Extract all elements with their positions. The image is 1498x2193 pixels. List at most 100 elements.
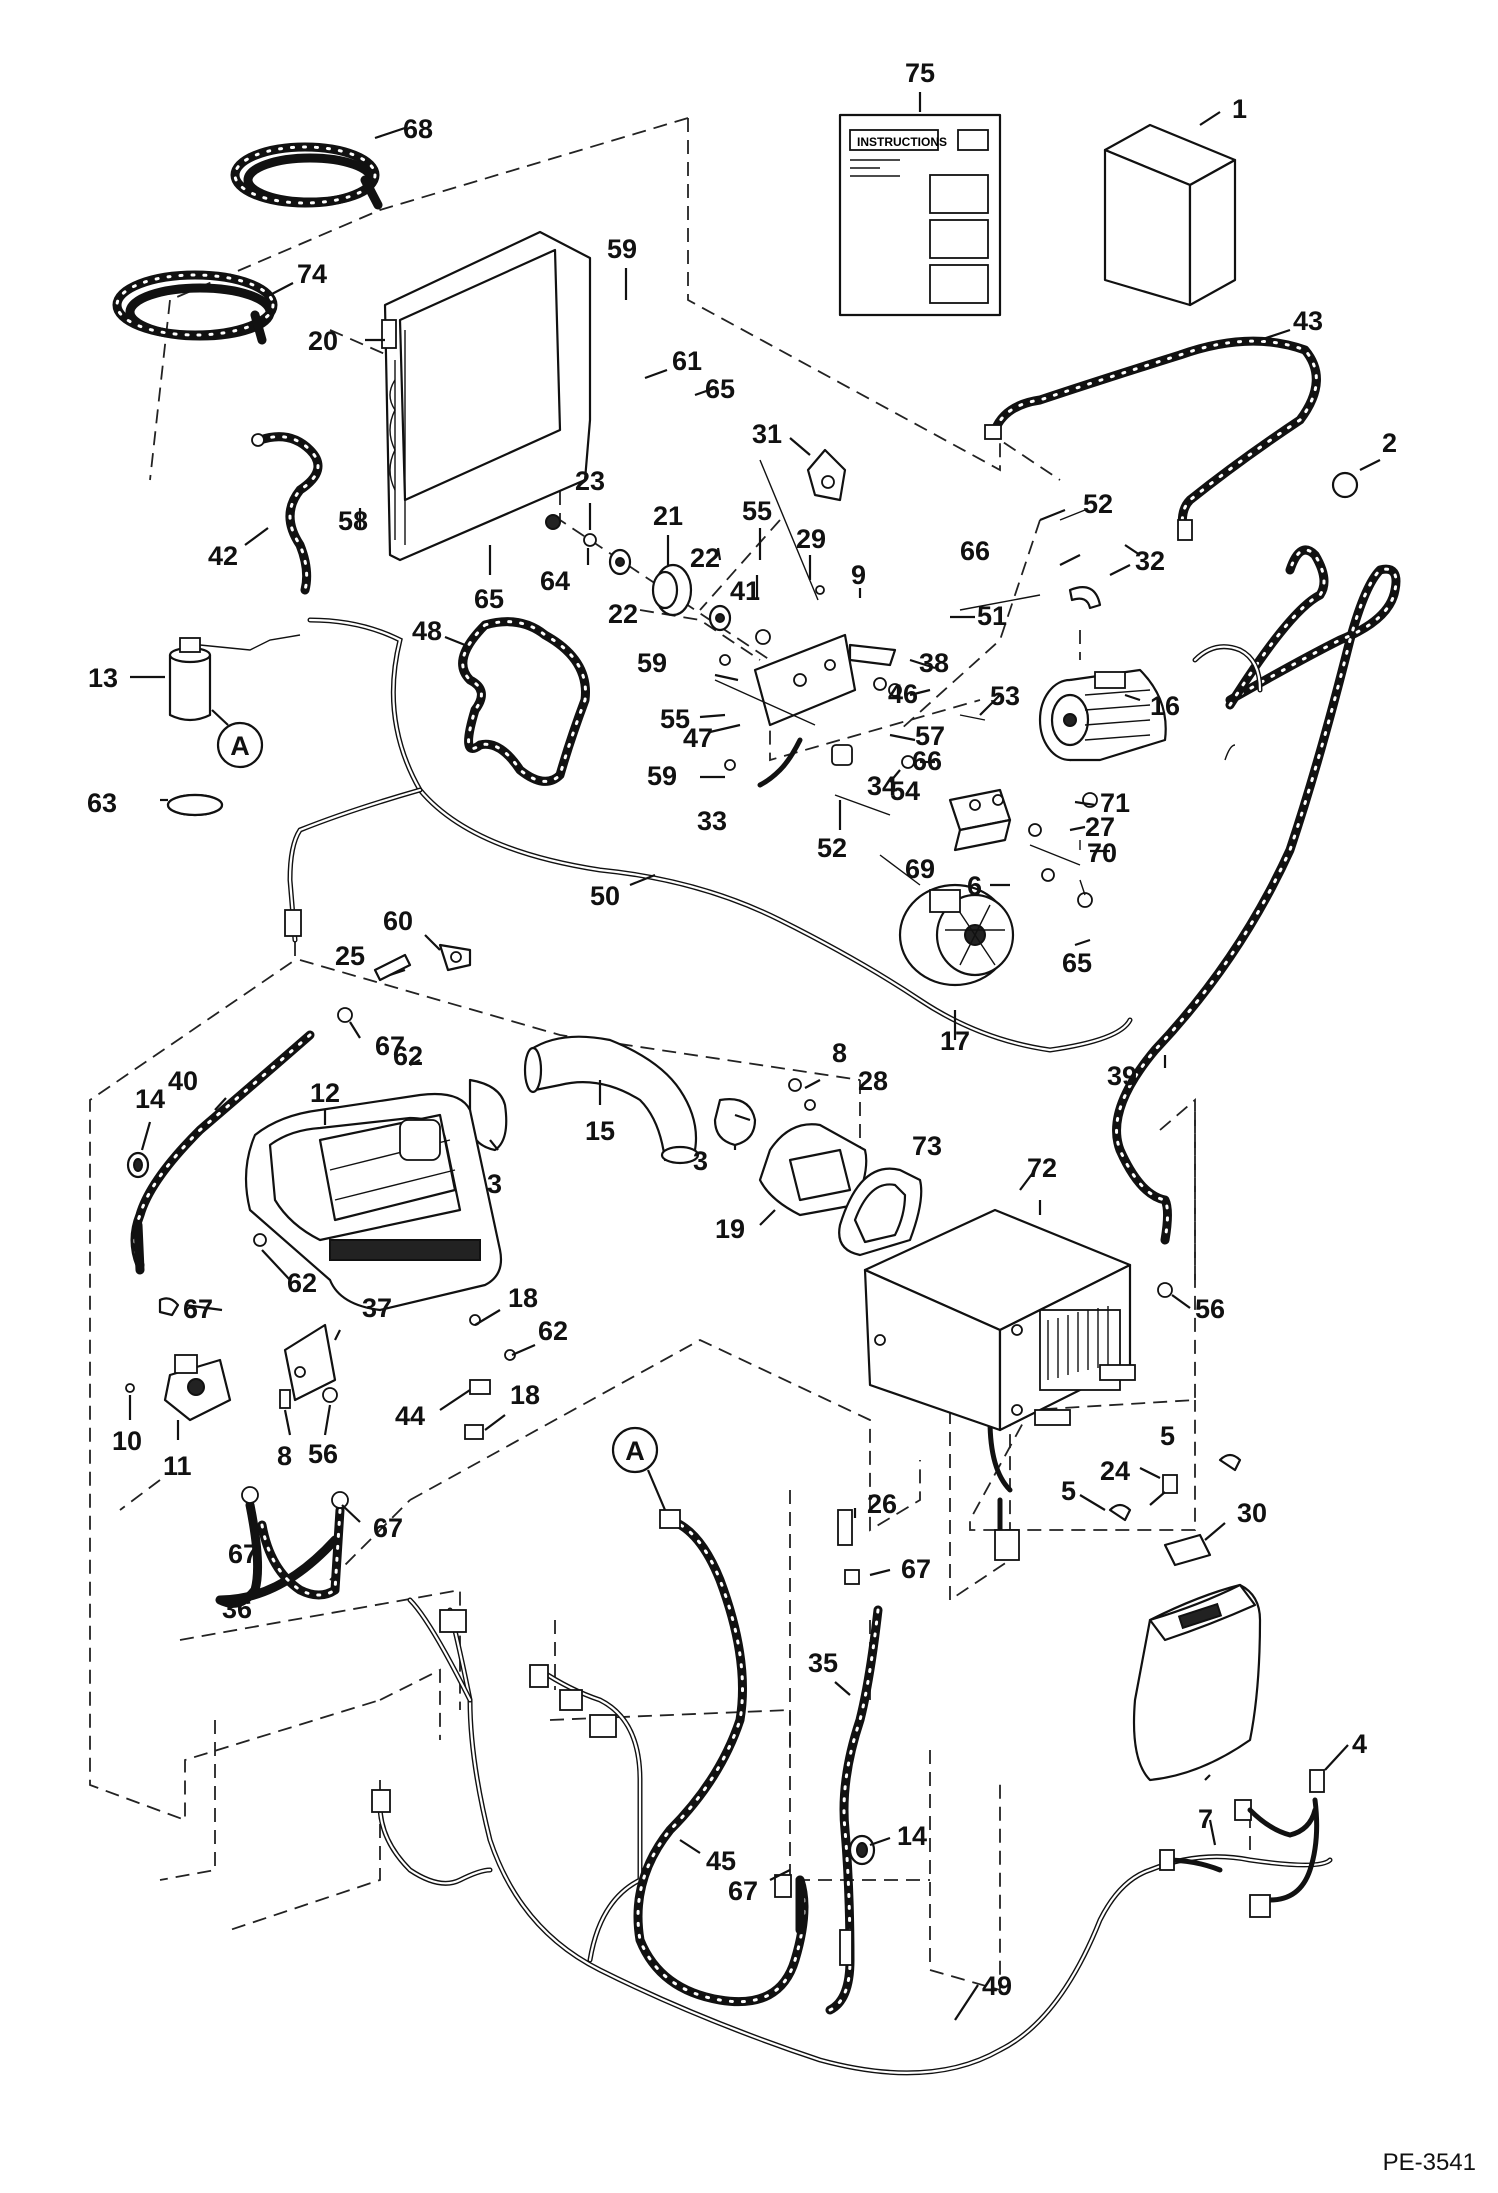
callout-label: 62 [538,1316,568,1346]
callout-label: 48 [412,616,442,646]
callout-label: 63 [87,788,117,818]
callout-label: 25 [335,941,365,971]
instruction-sheet-heading: INSTRUCTIONS [857,135,947,149]
callout-label: 46 [888,679,918,709]
callout-label: 18 [508,1283,538,1313]
small-hose-33 [757,586,1102,788]
callout-label: 56 [1195,1294,1225,1324]
fittings-upper [126,943,472,1179]
callout-label: 16 [1150,691,1180,721]
callout-label: 5 [1160,1421,1175,1451]
bracket-31 [806,448,847,502]
callout-label: 10 [112,1426,142,1456]
hose-42 [251,432,323,595]
callout-label: 58 [338,506,368,536]
callout-label: 45 [706,1846,736,1876]
hose-40 [130,1030,315,1275]
callout-label: 50 [590,881,620,911]
callout-label: 65 [474,584,504,614]
callout-label: 6 [967,871,982,901]
callout-label: 35 [808,1648,838,1678]
callout-label: 52 [1083,489,1113,519]
callout-label: 67 [728,1876,758,1906]
vent-adapter [758,1078,923,1257]
callout-label: 56 [308,1439,338,1469]
callout-label: 62 [393,1041,423,1071]
hose-35 [774,1509,883,2015]
callout-label: 24 [1100,1456,1130,1486]
callout-label: 64 [540,566,570,596]
harness-50 [284,617,1133,1053]
callout-label: 12 [310,1078,340,1108]
callout-label: 51 [977,601,1007,631]
callout-label: 34 [867,771,897,801]
callout-label: 59 [647,761,677,791]
callout-label: 67 [901,1554,931,1584]
callout-label: 5 [1061,1476,1076,1506]
callout-label: 37 [362,1293,392,1323]
connection-marker-a-lower: A [611,1426,667,1511]
assembly-boundaries [89,117,1251,1992]
mount-plate [714,459,1098,908]
callout-labels: 1 2 3 3 4 5 5 6 7 8 8 9 10 11 12 13 14 1… [87,58,1397,2001]
compressor-bracket [948,788,1012,852]
callout-label: 65 [705,374,735,404]
parts-box [1103,123,1237,307]
callout-label: 67 [373,1513,403,1543]
callout-label: 18 [510,1380,540,1410]
callout-label: 55 [660,704,690,734]
control-panel [1108,1453,1325,1918]
callout-label: 20 [308,326,338,356]
hose-39 [1112,545,1401,1245]
leader-lines [128,92,1381,2021]
parts-artwork [112,113,1401,2076]
callout-label: 22 [608,599,638,629]
callout-label: 75 [905,58,935,88]
hose-43 [984,336,1321,541]
coiled-hose-68 [230,142,383,210]
callout-label: 43 [1293,306,1323,336]
alternator [898,883,1015,987]
callout-label: 28 [858,1066,888,1096]
callout-label: 44 [395,1401,425,1431]
callout-label: 26 [867,1489,897,1519]
condenser [381,230,592,562]
callout-label: 67 [228,1539,258,1569]
callout-label: 71 [1100,788,1130,818]
callout-label: 53 [990,681,1020,711]
callout-label: 62 [287,1268,317,1298]
callout-label: 19 [715,1214,745,1244]
callout-label: 73 [912,1131,942,1161]
callout-label: 13 [88,663,118,693]
callout-label: 57 [915,721,945,751]
instruction-sheet [838,113,1002,317]
callout-label: 7 [1198,1804,1213,1834]
callout-label: 54 [890,776,920,806]
callout-label: 23 [575,466,605,496]
callout-label: 38 [919,648,949,678]
callout-label: 15 [585,1116,615,1146]
callout-label: 74 [297,259,327,289]
callout-label: 14 [897,1821,927,1851]
hose-45 [633,1509,809,2007]
callout-label: 14 [135,1084,165,1114]
callout-label: 67 [183,1294,213,1324]
callout-label: 61 [672,346,702,376]
callout-label: 8 [277,1441,292,1471]
callout-label: 2 [1382,428,1397,458]
callout-label: 52 [817,833,847,863]
callout-label: 11 [163,1451,192,1481]
callout-label: 49 [982,1971,1012,2001]
callout-label: 59 [637,648,667,678]
callout-label: 8 [832,1038,847,1068]
callout-label: 42 [208,541,238,571]
connection-marker-a-upper: A [211,709,264,769]
callout-label: 39 [1107,1061,1137,1091]
document-id: PE-3541 [1383,2149,1476,2176]
callout-label: 67 [375,1031,405,1061]
callout-label: 60 [383,906,413,936]
callout-label: 17 [940,1026,970,1056]
callout-label: 40 [168,1066,198,1096]
bolts-56 [322,1282,1173,1403]
